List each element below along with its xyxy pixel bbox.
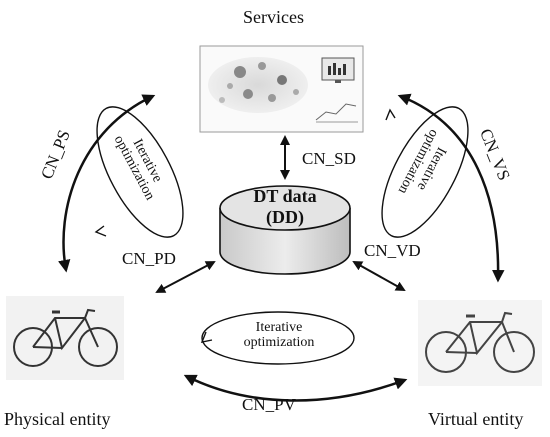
dt-data-line1: DT data xyxy=(253,186,317,206)
physical-entity-title: Physical entity xyxy=(4,409,111,429)
virtual-bicycle-image xyxy=(418,300,542,386)
arrow-cn-pv xyxy=(183,374,408,402)
loop-bottom-label: Iterative optimization xyxy=(232,320,326,350)
dt-data-cylinder xyxy=(219,185,351,275)
arrow-cn-vd xyxy=(352,261,406,291)
cn-vd-label: CN_VD xyxy=(364,241,421,260)
arrow-cn-ps xyxy=(58,94,156,273)
loop-bottom xyxy=(200,311,355,365)
loop-right xyxy=(381,106,469,238)
loop-left xyxy=(94,106,184,238)
loop-bottom-line2: optimization xyxy=(243,334,315,350)
arrow-cn-pd xyxy=(155,261,216,293)
cn-pd-label: CN_PD xyxy=(122,249,176,268)
loop-bottom-line1: Iterative xyxy=(255,320,303,335)
virtual-entity-title: Virtual entity xyxy=(428,409,524,429)
services-image xyxy=(199,45,364,133)
cn-pv-label: CN_PV xyxy=(242,395,296,414)
cn-sd-label: CN_SD xyxy=(302,149,356,168)
dt-data-line2: (DD) xyxy=(266,206,304,227)
arrow-cn-vs xyxy=(397,93,505,283)
physical-bicycle-image xyxy=(6,296,124,380)
dt-data-label: DT data (DD) xyxy=(225,186,345,227)
services-title: Services xyxy=(243,7,304,27)
